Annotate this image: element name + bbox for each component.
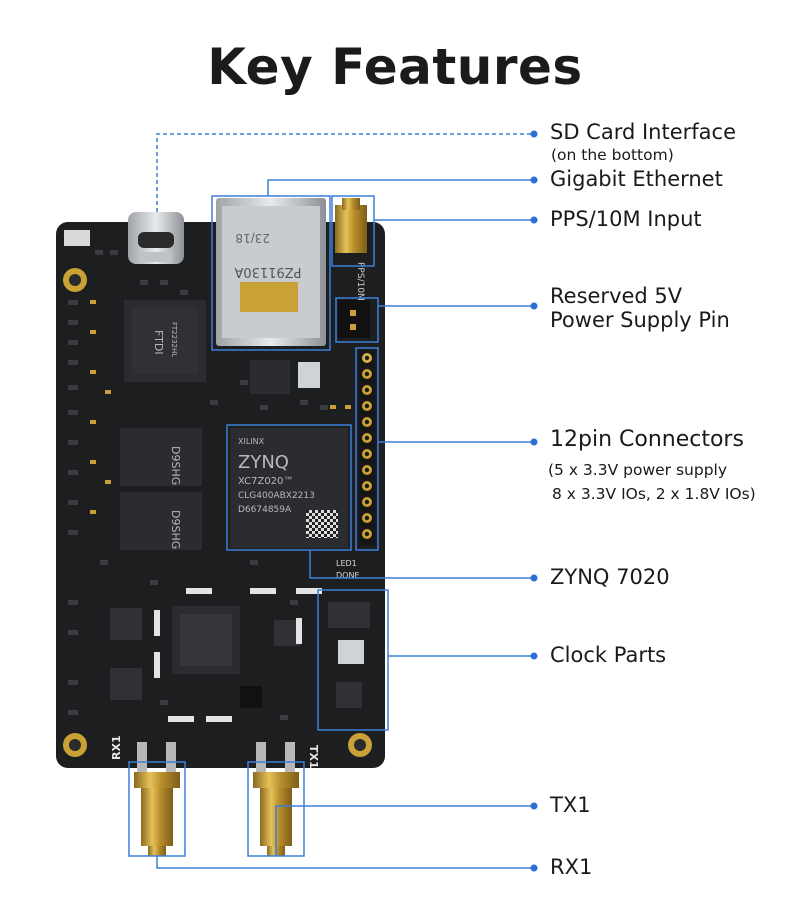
eth-line2: PZ91130A	[234, 264, 301, 279]
qr-code	[306, 510, 338, 538]
zynq-highlight	[226, 424, 352, 551]
header-pin-hole	[364, 451, 370, 457]
ceramic-capacitors	[154, 588, 322, 722]
ethernet-jack: 23/18 PZ91130A	[216, 198, 326, 346]
eth-highlight	[211, 195, 331, 351]
clock-parts	[328, 602, 370, 708]
ftdi-part: FT2232HL	[170, 322, 178, 357]
silk-done: DONE	[336, 571, 360, 580]
tx-line	[275, 805, 532, 856]
label-tx1: TX1	[550, 793, 591, 817]
leader-dots	[530, 130, 538, 872]
label-connectors-sub2: 8 x 3.3V IOs, 2 x 1.8V IOs)	[552, 485, 756, 503]
header-pin-hole	[364, 531, 370, 537]
label-gigabit-ethernet: Gigabit Ethernet	[550, 167, 723, 191]
highlight-boxes	[128, 195, 389, 857]
zynq-brand: XILINX	[238, 437, 265, 446]
pps-highlight	[331, 195, 375, 267]
pps-sma-connector	[335, 198, 367, 253]
silk-tx: TX1	[307, 745, 320, 769]
header-pin-hole	[364, 435, 370, 441]
label-pps-input: PPS/10M Input	[550, 207, 702, 231]
label-12pin-connectors: 12pin Connectors	[550, 427, 744, 452]
label-clock-parts: Clock Parts	[550, 643, 667, 667]
header-pin-hole	[364, 403, 370, 409]
silk-led: LED1	[336, 559, 357, 568]
eth-line1: 23/18	[235, 231, 270, 245]
clk-highlight	[317, 589, 389, 731]
label-sd-card-sub: (on the bottom)	[551, 146, 674, 164]
ram-chip-1: D9SHG	[120, 428, 202, 486]
zynq-chip: XILINX ZYNQ XC7Z020™ CLG400ABX2213 D6674…	[230, 428, 348, 548]
ram2-label: D9SHG	[169, 510, 182, 549]
ftdi-brand: FTDI	[152, 330, 165, 355]
qfn-chip	[274, 620, 300, 646]
inductor	[240, 686, 262, 708]
mounting-hole	[63, 268, 87, 292]
solder-pads	[90, 300, 351, 514]
mounting-hole	[63, 733, 87, 757]
label-sd-card: SD Card Interface	[550, 120, 736, 144]
rf-transceiver-chip	[172, 606, 240, 674]
label-rx1: RX1	[550, 855, 593, 879]
ram1-label: D9SHG	[169, 446, 182, 485]
conn-highlight	[355, 347, 379, 551]
header-pin-hole	[364, 499, 370, 505]
led-component	[64, 230, 90, 246]
qfn-chip	[110, 608, 142, 640]
qfn-chip	[110, 668, 142, 700]
silk-pps: PPS/10M	[355, 262, 365, 301]
leader-lines	[156, 133, 532, 869]
pin-list	[362, 353, 372, 539]
crystal	[298, 362, 320, 388]
ram-chip-2: D9SHG	[120, 492, 202, 550]
label-zynq-7020: ZYNQ 7020	[550, 565, 670, 589]
rx-line	[156, 856, 532, 869]
usb-c-connector	[128, 212, 184, 264]
pcb-board: 23/18 PZ91130A PPS/10M FTDI FT2232HL	[56, 198, 385, 856]
header-pin-hole	[364, 355, 370, 361]
passive-components	[68, 250, 328, 720]
page-title: Key Features	[207, 38, 583, 96]
header-pin-hole	[364, 515, 370, 521]
header-pin-hole	[364, 419, 370, 425]
header-pin-hole	[364, 371, 370, 377]
header-pin-hole	[364, 387, 370, 393]
silk-rx: RX1	[110, 735, 123, 760]
mounting-hole	[348, 733, 372, 757]
pwr-highlight	[335, 297, 379, 343]
header-pin-hole	[364, 467, 370, 473]
pin-header	[359, 350, 375, 546]
label-power-line2: Power Supply Pin	[550, 308, 730, 332]
eth-logo	[240, 282, 298, 312]
zynq-line	[309, 550, 532, 579]
zynq-pkg: CLG400ABX2213	[238, 491, 315, 501]
sd-line	[156, 133, 532, 212]
label-connectors-sub1: (5 x 3.3V power supply	[548, 461, 728, 479]
label-power-line1: Reserved 5V	[550, 284, 683, 308]
phy-chip	[250, 360, 290, 394]
rx-sma-connector	[134, 742, 180, 856]
ftdi-chip: FTDI FT2232HL	[124, 300, 206, 382]
zynq-part: XC7Z020™	[238, 476, 293, 487]
header-pin-hole	[364, 483, 370, 489]
power-pins	[338, 300, 370, 338]
zynq-lot: D6674859A	[238, 505, 292, 515]
zynq-name: ZYNQ	[238, 452, 289, 473]
eth-line	[267, 179, 532, 196]
